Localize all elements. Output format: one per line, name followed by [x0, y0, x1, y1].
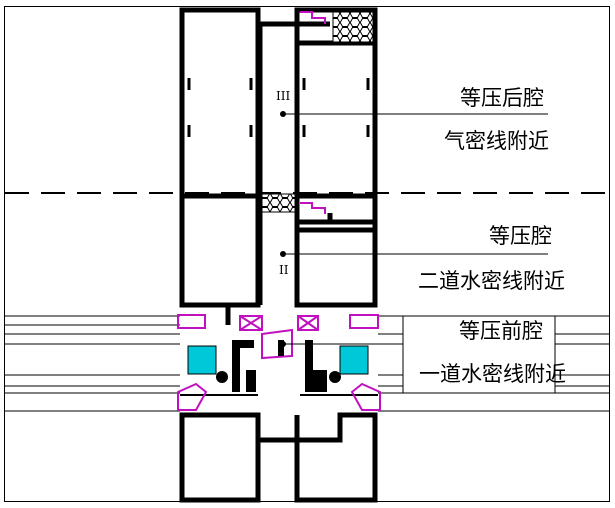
gaskets: [177, 11, 381, 411]
chamber-1-note: 一道水密线附近: [419, 362, 566, 386]
insulation-strip-middle: [261, 193, 296, 213]
chamber-3-note: 气密线附近: [444, 129, 549, 153]
label-box: [402, 315, 556, 394]
leader-dots: [280, 111, 286, 347]
right-ticks: [302, 78, 370, 137]
chamber-3-roman: III: [276, 89, 291, 103]
fixings: [216, 340, 341, 392]
chamber-2-note: 二道水密线附近: [418, 269, 565, 293]
chamber-3-title: 等压后腔: [460, 86, 544, 110]
insulation-strip-top: [332, 11, 374, 43]
leader-lines: [283, 113, 548, 345]
glass-edges: [187, 345, 369, 375]
chamber-2-title: 等压腔: [489, 224, 552, 248]
chamber-2-roman: II: [279, 263, 289, 277]
right-mullion: [257, 7, 378, 503]
chamber-1-title: 等压前腔: [459, 319, 543, 343]
left-ticks: [187, 78, 253, 137]
